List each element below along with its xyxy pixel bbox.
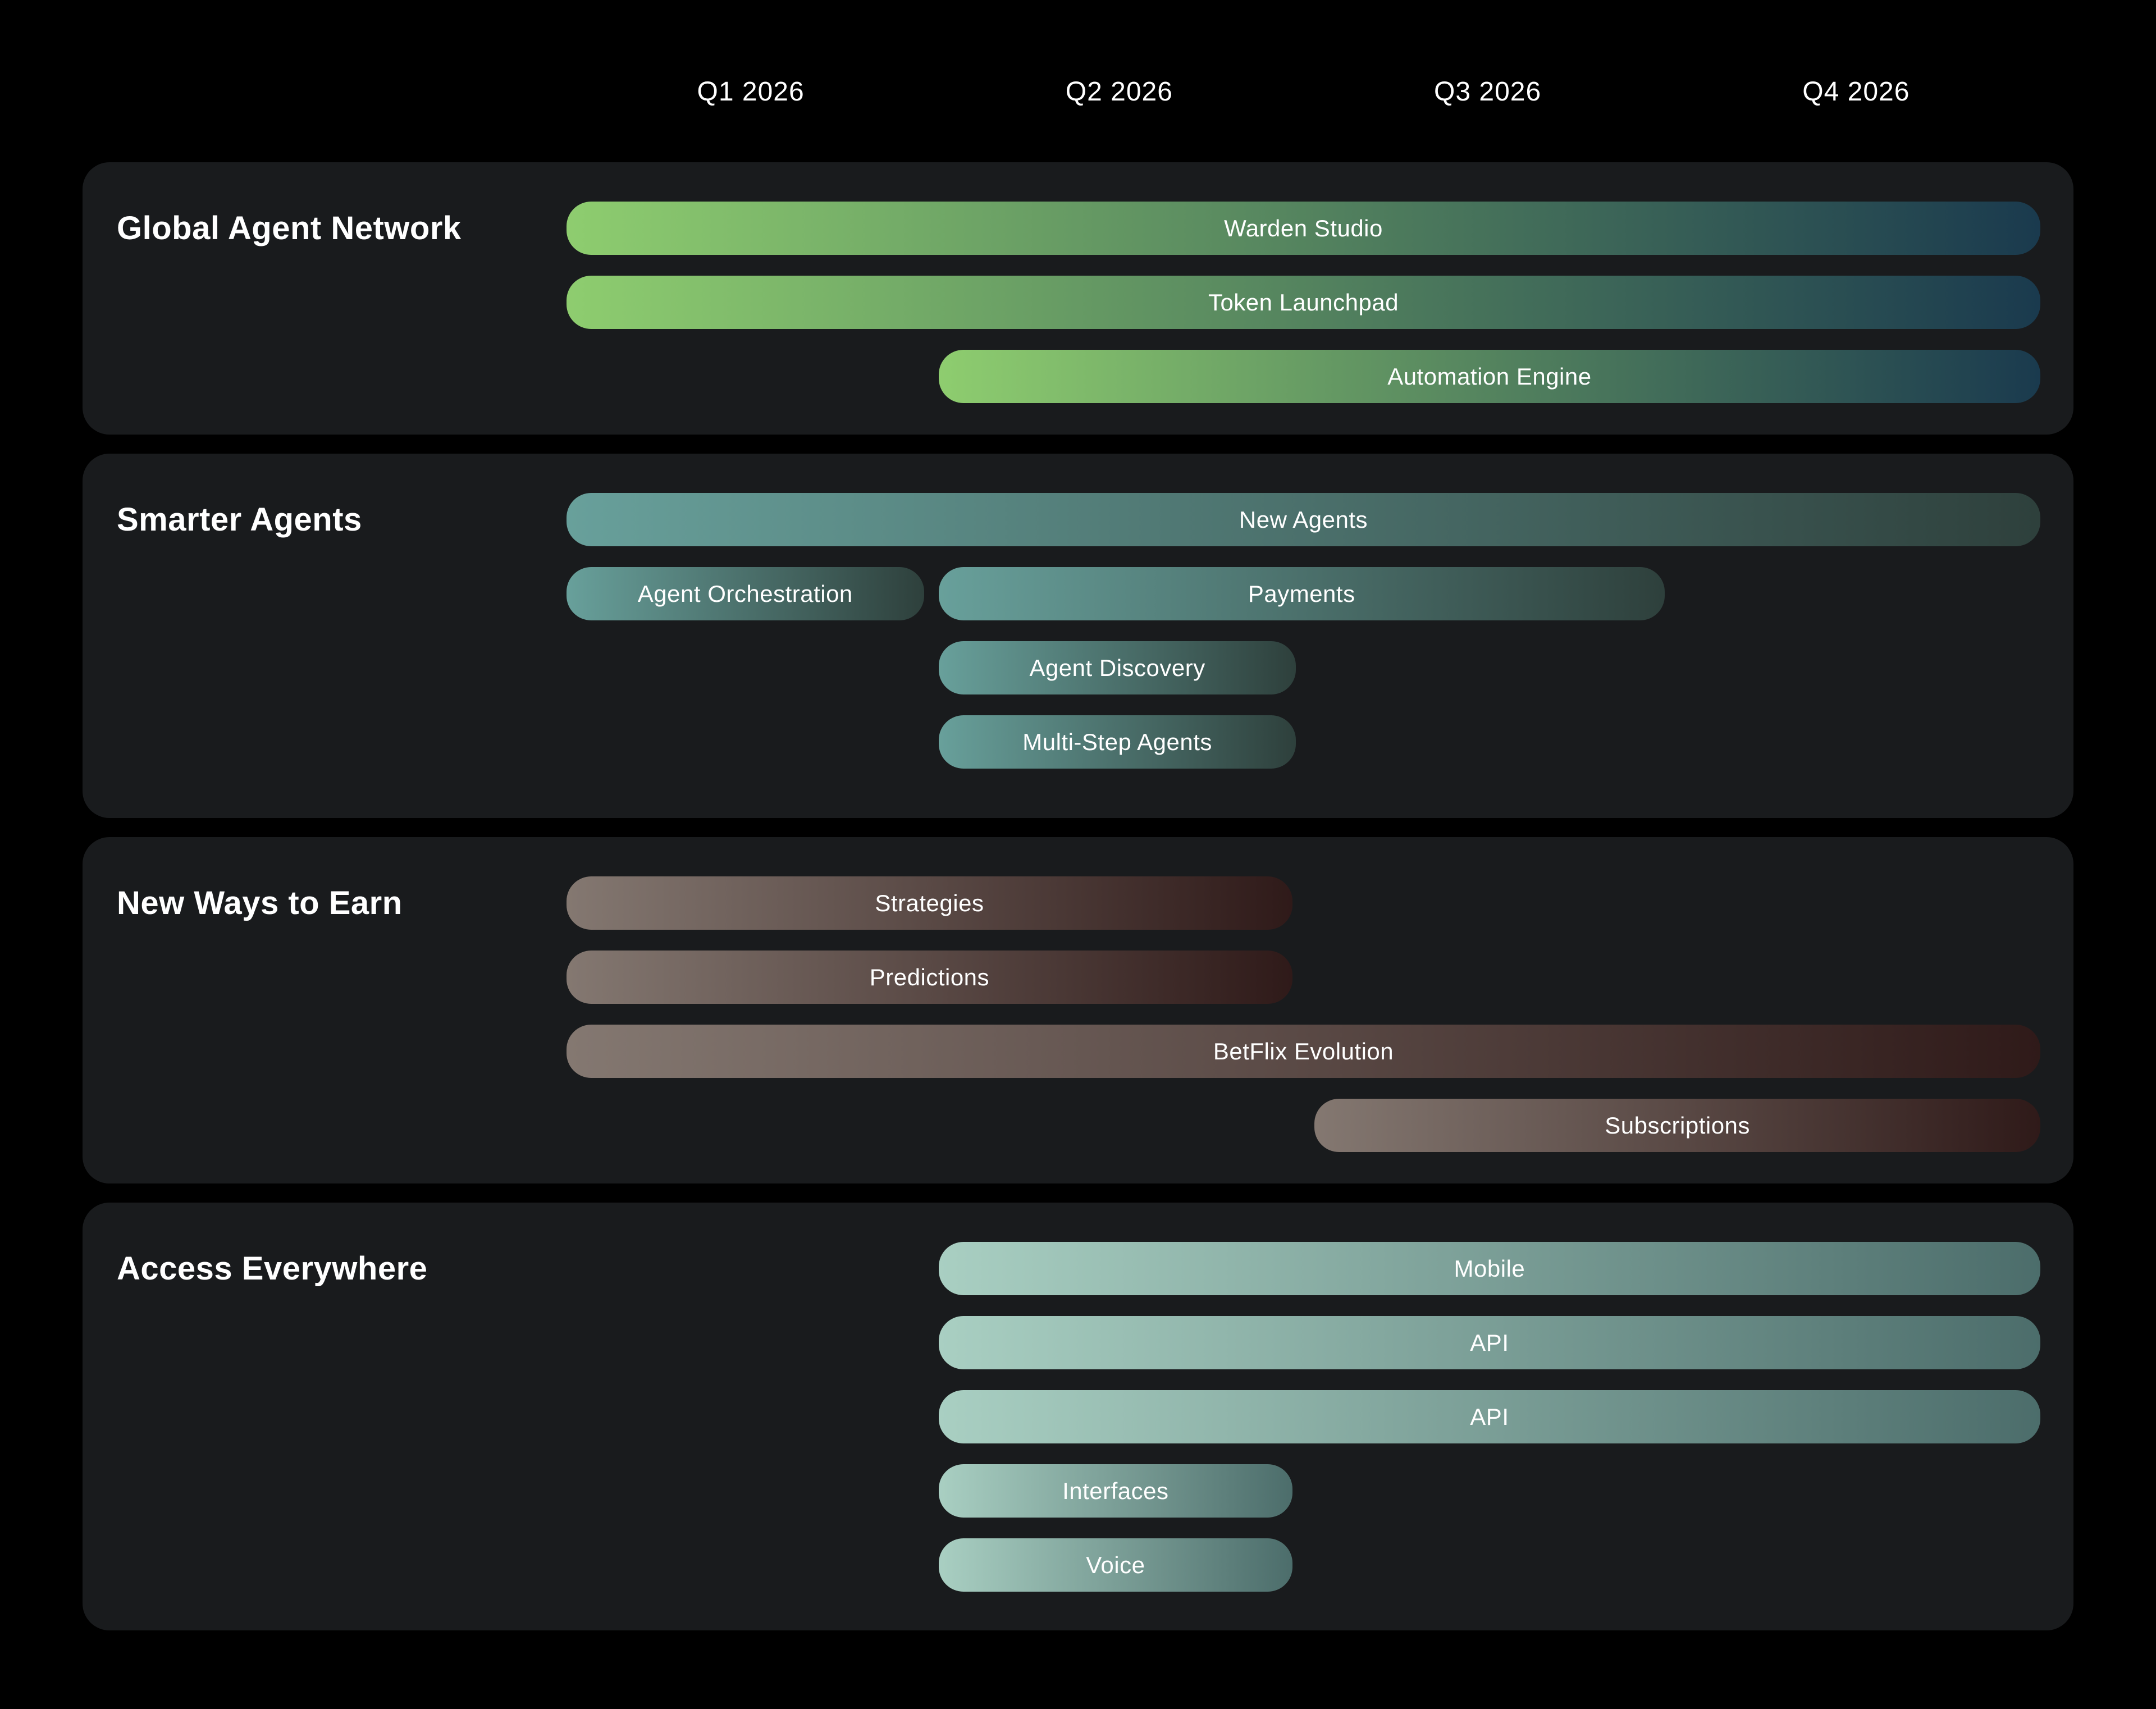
bar-label: Interfaces bbox=[1062, 1477, 1169, 1504]
quarter-label: Q4 2026 bbox=[1802, 77, 1910, 107]
roadmap-row: Voice bbox=[567, 1538, 2040, 1592]
roadmap-bar: Strategies bbox=[567, 876, 1292, 930]
roadmap-row: New Agents bbox=[567, 493, 2040, 546]
roadmap-bar: Subscriptions bbox=[1314, 1099, 2040, 1152]
bar-label: Automation Engine bbox=[1387, 363, 1592, 390]
roadmap-bar: New Agents bbox=[567, 493, 2040, 546]
roadmap-row: Mobile bbox=[567, 1242, 2040, 1295]
bar-label: Predictions bbox=[869, 963, 990, 990]
roadmap-bar: BetFlix Evolution bbox=[567, 1025, 2040, 1078]
quarters-header: Q1 2026 Q2 2026 Q3 2026 Q4 2026 bbox=[567, 0, 2040, 162]
roadmap-bar: Predictions bbox=[567, 951, 1292, 1004]
bar-label: Agent Discovery bbox=[1029, 654, 1205, 681]
roadmap-bar: Multi-Step Agents bbox=[938, 715, 1296, 769]
quarter-label: Q1 2026 bbox=[697, 77, 805, 107]
bar-label: Agent Orchestration bbox=[637, 580, 853, 607]
quarter-label: Q3 2026 bbox=[1434, 77, 1542, 107]
bar-label: Warden Studio bbox=[1224, 214, 1383, 241]
roadmap-row: Token Launchpad bbox=[567, 276, 2040, 329]
panel-title: Access Everywhere bbox=[117, 1250, 428, 1287]
roadmap-bar: Mobile bbox=[938, 1242, 2040, 1295]
bar-label: BetFlix Evolution bbox=[1213, 1038, 1394, 1064]
bar-label: Multi-Step Agents bbox=[1022, 728, 1212, 755]
roadmap-bar: Agent Orchestration bbox=[567, 567, 924, 620]
roadmap-row: Multi-Step Agents bbox=[567, 715, 2040, 769]
roadmap-row: API bbox=[567, 1316, 2040, 1369]
bar-label: Payments bbox=[1248, 580, 1355, 607]
roadmap-bar: Voice bbox=[938, 1538, 1292, 1592]
panel-title: Global Agent Network bbox=[117, 210, 462, 246]
roadmap-bar: Payments bbox=[938, 567, 1665, 620]
roadmap-row: API bbox=[567, 1390, 2040, 1443]
bar-label: Mobile bbox=[1454, 1255, 1525, 1282]
bar-label: API bbox=[1470, 1403, 1509, 1430]
roadmap-row: Agent Orchestration Payments bbox=[567, 567, 2040, 620]
roadmap-row: Warden Studio bbox=[567, 202, 2040, 255]
panel-title: New Ways to Earn bbox=[117, 885, 403, 921]
roadmap-bar: Interfaces bbox=[938, 1464, 1292, 1518]
bar-label: Voice bbox=[1086, 1551, 1145, 1578]
roadmap-bar: Token Launchpad bbox=[567, 276, 2040, 329]
roadmap-row: BetFlix Evolution bbox=[567, 1025, 2040, 1078]
roadmap-row: Interfaces bbox=[567, 1464, 2040, 1518]
quarter-label: Q2 2026 bbox=[1065, 77, 1173, 107]
roadmap-bar: Warden Studio bbox=[567, 202, 2040, 255]
bar-label: Subscriptions bbox=[1605, 1112, 1750, 1139]
panel-title: Smarter Agents bbox=[117, 501, 362, 538]
bar-label: Token Launchpad bbox=[1208, 289, 1399, 316]
roadmap-bar: Automation Engine bbox=[938, 350, 2040, 403]
roadmap-bar: Agent Discovery bbox=[938, 641, 1296, 694]
bar-label: API bbox=[1470, 1329, 1509, 1356]
roadmap-bar: API bbox=[938, 1316, 2040, 1369]
roadmap-bar: API bbox=[938, 1390, 2040, 1443]
roadmap-row: Automation Engine bbox=[567, 350, 2040, 403]
bar-label: New Agents bbox=[1239, 506, 1368, 533]
bar-label: Strategies bbox=[875, 889, 984, 916]
roadmap-row: Predictions bbox=[567, 951, 2040, 1004]
roadmap-row: Agent Discovery bbox=[567, 641, 2040, 694]
roadmap-row: Subscriptions bbox=[567, 1099, 2040, 1152]
roadmap-row: Strategies bbox=[567, 876, 2040, 930]
